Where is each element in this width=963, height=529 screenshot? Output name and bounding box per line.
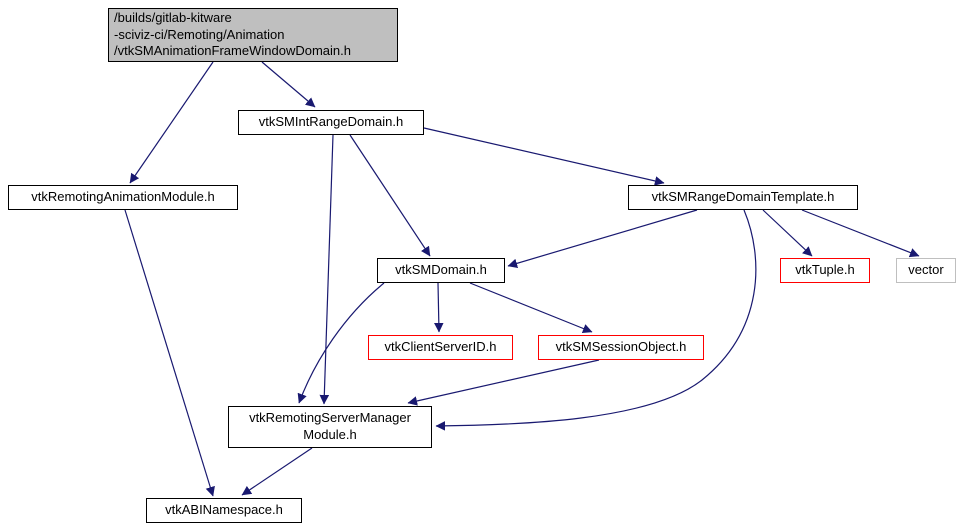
edge-vtksmrangedomaintemplate-to-vtktuple [762, 209, 813, 257]
node-vtkremotinganimationmodule-label: vtkRemotingAnimationModule.h [31, 189, 215, 205]
node-vtkremotingservermanagermodule-label: vtkRemotingServerManager Module.h [249, 410, 411, 442]
node-vector: vector [896, 258, 956, 283]
node-main-file-label: /builds/gitlab-kitware -sciviz-ci/Remoti… [114, 10, 351, 59]
edge-vtksmdomain-to-vtksmsessionobject [469, 282, 593, 334]
edge-vtksmintrangedomain-to-vtksmdomain [349, 134, 431, 257]
node-vtkabinamespace-label: vtkABINamespace.h [165, 502, 283, 518]
edge-vtksmrangedomaintemplate-to-vtkremotingservermanagermodule [435, 209, 757, 431]
node-vtksmrangedomaintemplate-label: vtkSMRangeDomainTemplate.h [651, 189, 835, 205]
node-vtkabinamespace[interactable]: vtkABINamespace.h [146, 498, 302, 523]
node-main-file: /builds/gitlab-kitware -sciviz-ci/Remoti… [108, 8, 398, 62]
edge-vtkremotinganimationmodule-to-vtkabinamespace [124, 209, 215, 497]
node-vtkclientserverid-label: vtkClientServerID.h [384, 339, 497, 355]
node-vtksmdomain-label: vtkSMDomain.h [395, 262, 487, 278]
edge-main-to-vtksmintrangedomain [261, 61, 316, 108]
node-vtkremotinganimationmodule[interactable]: vtkRemotingAnimationModule.h [8, 185, 238, 210]
edge-vtksmrangedomaintemplate-to-vector [801, 209, 920, 258]
node-vtksmdomain[interactable]: vtkSMDomain.h [377, 258, 505, 283]
edge-vtksmrangedomaintemplate-to-vtksmdomain [507, 209, 698, 269]
edge-vtksmdomain-to-vtkclientserverid [434, 282, 444, 333]
node-vtkclientserverid[interactable]: vtkClientServerID.h [368, 335, 513, 360]
node-vector-label: vector [908, 262, 944, 278]
node-vtktuple-label: vtkTuple.h [795, 262, 855, 278]
edge-vtksmintrangedomain-to-vtksmrangedomaintemplate [423, 127, 665, 186]
edge-main-to-vtkremotinganimationmodule [129, 61, 214, 184]
edge-vtkremotingservermanagermodule-to-vtkabinamespace [241, 447, 313, 496]
node-vtktuple[interactable]: vtkTuple.h [780, 258, 870, 283]
edge-vtksmsessionobject-to-vtkremotingservermanagermodule [407, 359, 600, 406]
node-vtksmintrangedomain[interactable]: vtkSMIntRangeDomain.h [238, 110, 424, 135]
node-vtksmsessionobject[interactable]: vtkSMSessionObject.h [538, 335, 704, 360]
node-vtksmintrangedomain-label: vtkSMIntRangeDomain.h [258, 114, 404, 130]
node-vtksmsessionobject-label: vtkSMSessionObject.h [555, 339, 687, 355]
edge-vtksmintrangedomain-to-vtkremotingservermanagermodule [319, 134, 334, 405]
node-vtkremotingservermanagermodule[interactable]: vtkRemotingServerManager Module.h [228, 406, 432, 448]
node-vtksmrangedomaintemplate[interactable]: vtkSMRangeDomainTemplate.h [628, 185, 858, 210]
